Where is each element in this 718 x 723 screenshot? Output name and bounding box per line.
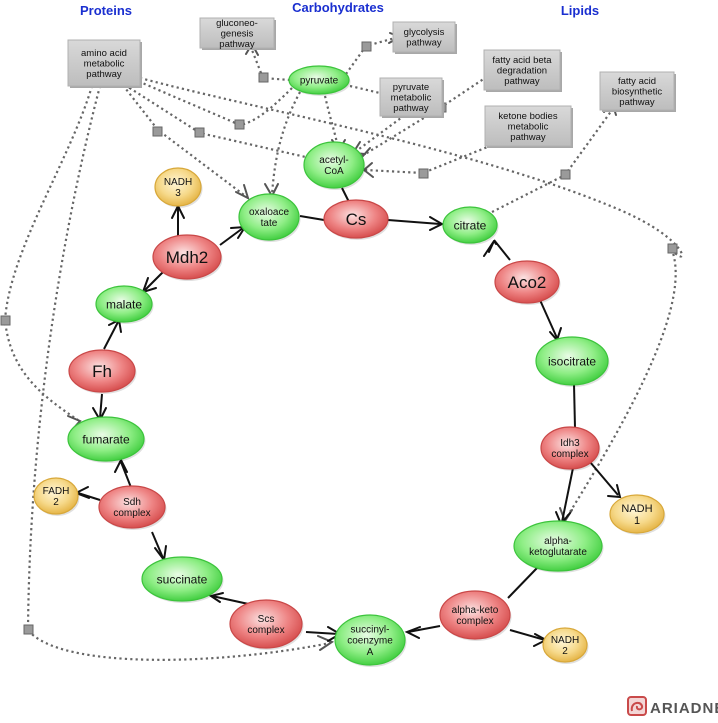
enzyme-scs-label: Scs bbox=[258, 614, 275, 625]
metabolite-citrate: citrate bbox=[442, 206, 499, 245]
box-ketone-bodies-label: pathway bbox=[510, 132, 546, 143]
cofactor-nadh2-label: 2 bbox=[562, 646, 568, 657]
metabolite-acetyl-coa: acetyl-CoA bbox=[303, 141, 366, 190]
box-amino-acid-label: metabolic bbox=[84, 58, 125, 69]
metabolite-alpha-ketoglutarate: alpha-ketoglutarate bbox=[513, 520, 604, 573]
metabolite-alpha-ketoglutarate-label: alpha- bbox=[544, 536, 572, 547]
header-proteins: Proteins bbox=[80, 3, 132, 18]
box-ketone-bodies-label: ketone bodies bbox=[498, 111, 557, 122]
metabolite-alpha-ketoglutarate-label: ketoglutarate bbox=[529, 547, 587, 558]
metabolite-isocitrate: isocitrate bbox=[535, 336, 610, 387]
box-pyruvate-metabolic-label: pyruvate bbox=[393, 82, 429, 93]
metabolite-pyruvate-label: pyruvate bbox=[300, 76, 339, 87]
enzyme-cs-label: Cs bbox=[346, 210, 367, 229]
box-fatty-acid-biosynthetic-label: pathway bbox=[619, 97, 655, 108]
metabolite-oxaloacetate-label: oxaloace bbox=[249, 207, 289, 218]
metabolite-malate: malate bbox=[95, 285, 154, 324]
metabolite-pyruvate: pyruvate bbox=[288, 65, 351, 96]
enzyme-scs-label: complex bbox=[247, 625, 284, 636]
header-lipids: Lipids bbox=[561, 3, 599, 18]
box-fatty-acid-beta-label: pathway bbox=[504, 76, 540, 87]
metabolite-succinate-label: succinate bbox=[157, 572, 208, 586]
enzyme-alpha-keto-label: complex bbox=[456, 616, 493, 627]
enzyme-alpha-keto-label: alpha-keto bbox=[452, 605, 499, 616]
cofactor-nadh1-label: NADH bbox=[621, 503, 652, 515]
enzyme-idh3-label: complex bbox=[551, 449, 588, 460]
reaction-arrowheads bbox=[73, 203, 622, 647]
enzyme-aco2-label: Aco2 bbox=[508, 273, 547, 292]
metabolite-citrate-label: citrate bbox=[454, 218, 487, 232]
header-carbohydrates: Carbohydrates bbox=[292, 0, 384, 15]
box-amino-acid-label: amino acid bbox=[81, 48, 127, 59]
box-gluconeogenesis-label: pathway bbox=[219, 39, 255, 50]
cofactor-nadh1-label: 1 bbox=[634, 515, 640, 527]
enzyme-idh3-label: Idh3 bbox=[560, 438, 580, 449]
metabolite-fumarate: fumarate bbox=[67, 416, 146, 463]
cofactor-nadh3-label: NADH bbox=[164, 177, 192, 188]
enzyme-cs: Cs bbox=[323, 199, 390, 240]
metabolite-acetyl-coa-label: CoA bbox=[324, 166, 344, 177]
cofactor-fadh2-label: 2 bbox=[53, 497, 59, 508]
box-gluconeogenesis-label: gluconeo- bbox=[216, 18, 258, 29]
box-amino-acid-label: pathway bbox=[86, 69, 122, 80]
metabolite-succinyl-coa-label: succinyl- bbox=[351, 624, 390, 635]
enzyme-sdh-label: complex bbox=[113, 508, 150, 519]
metabolite-oxaloacetate-label: tate bbox=[261, 218, 278, 229]
enzyme-aco2: Aco2 bbox=[494, 260, 561, 305]
enzyme-mdh2-label: Mdh2 bbox=[166, 248, 209, 267]
box-fatty-acid-biosynthetic-label: fatty acid bbox=[618, 76, 656, 87]
cofactor-nadh2-label: NADH bbox=[551, 635, 579, 646]
cofactor-fadh2-label: FADH bbox=[43, 486, 70, 497]
cofactor-nadh3-label: 3 bbox=[175, 188, 181, 199]
enzyme-fh-label: Fh bbox=[92, 362, 112, 381]
enzyme-sdh-label: Sdh bbox=[123, 497, 141, 508]
box-fatty-acid-beta-label: fatty acid beta bbox=[492, 55, 552, 66]
box-pyruvate-metabolic-label: pathway bbox=[393, 103, 429, 114]
metabolite-succinate: succinate bbox=[141, 556, 224, 603]
box-fatty-acid-biosynthetic-label: biosynthetic bbox=[612, 86, 662, 97]
ariadne-logo: ARIADNE bbox=[627, 696, 718, 717]
metabolite-isocitrate-label: isocitrate bbox=[548, 354, 596, 368]
box-glycolysis-label: pathway bbox=[406, 38, 442, 49]
metabolite-acetyl-coa-label: acetyl- bbox=[319, 155, 348, 166]
metabolite-succinyl-coa-label: coenzyme bbox=[347, 636, 393, 647]
metabolite-malate-label: malate bbox=[106, 297, 142, 311]
box-pyruvate-metabolic-label: metabolic bbox=[391, 92, 432, 103]
metabolite-fumarate-label: fumarate bbox=[82, 432, 130, 446]
enzyme-fh: Fh bbox=[68, 349, 137, 394]
box-gluconeogenesis-label: genesis bbox=[221, 28, 254, 39]
box-fatty-acid-beta-label: degradation bbox=[497, 65, 547, 76]
metabolite-succinyl-coa-label: A bbox=[367, 647, 374, 658]
external-pathway-boxes: amino acidmetabolicpathwaygluconeo-genes… bbox=[67, 17, 676, 148]
box-ketone-bodies-label: metabolic bbox=[508, 121, 549, 132]
ariadne-logo-icon bbox=[627, 696, 647, 716]
box-glycolysis-label: glycolysis bbox=[404, 27, 445, 38]
ariadne-logo-text: ARIADNE bbox=[650, 700, 718, 717]
enzyme-mdh2: Mdh2 bbox=[152, 234, 223, 281]
